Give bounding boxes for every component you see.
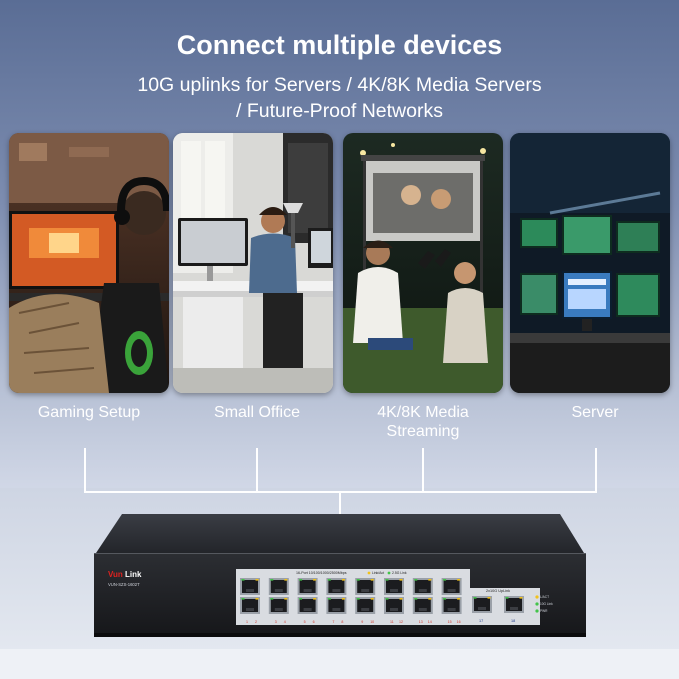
port-number-label: 8 [341,620,343,624]
brand-logo-vun: Vun [108,570,123,579]
label-server: Server [571,404,619,421]
port-number-label: 14 [428,620,432,624]
model-number: VUN-SZS-1602T [108,582,140,587]
port-number-label: 15 [448,620,452,624]
headline: Connect multiple devices [176,30,503,60]
port-number-label: 2 [255,620,257,624]
brand-logo-link: Link [125,570,142,579]
gaming-setup-photo [9,133,169,393]
rj45-port[interactable] [441,578,462,595]
bottom-band [0,649,679,679]
led-label-l-act: L/ACT [540,595,549,599]
port-number-label: 10 [370,620,374,624]
uplink-port-number: 17 [479,619,483,623]
status-leds: L/ACT 10G Link PWR [535,595,553,613]
legend-speed: 2.5G Link [392,571,407,575]
server-room-photo [510,133,670,393]
label-media-streaming: 4K/8K Media Streaming [343,403,503,441]
uplink-title: 2x10G UpLink [486,589,510,593]
port-number-label: 13 [419,620,423,624]
rj45-port[interactable] [240,597,260,614]
rj45-port[interactable] [355,597,376,614]
rj45-port[interactable] [268,597,289,614]
rj45-port[interactable] [240,578,260,595]
small-office-photo [173,133,333,393]
rj45-port[interactable] [355,578,376,595]
port-number-label: 1 [246,620,248,624]
label-small-office: Small Office [214,404,300,421]
port-number-label: 6 [313,620,315,624]
10g-link-led-icon [535,602,539,606]
rj45-port[interactable] [441,597,462,614]
label-gaming-setup: Gaming Setup [37,404,141,421]
subheadline: 10G uplinks for Servers / 4K/8K Media Se… [0,72,679,124]
port-number-label: 7 [332,620,334,624]
port-number-label: 16 [457,620,461,624]
rj45-port[interactable] [326,597,347,614]
speed-led-icon [387,571,391,575]
uplink-port[interactable] [472,596,492,613]
connector-lines [84,448,597,522]
uplink-port[interactable] [504,596,524,613]
link-act-led-icon [367,571,371,575]
led-label-10g-link: 10G Link [540,602,553,606]
port-number-label: 9 [361,620,363,624]
rj45-port[interactable] [326,578,347,595]
port-number-label: 11 [390,620,394,624]
subheadline-line-1: 10G uplinks for Servers / 4K/8K Media Se… [137,74,542,96]
port-number-label: 5 [304,620,306,624]
rj45-port[interactable] [384,597,404,614]
rj45-port[interactable] [297,597,318,614]
led-label-pwr: PWR [540,609,548,613]
subheadline-line-2: / Future-Proof Networks [236,100,443,122]
network-switch: Vun Link VUN-SZS-1602T 16-Port 10/100/10… [94,514,586,637]
media-streaming-photo [343,133,503,393]
rj45-port[interactable] [384,578,404,595]
power-led-icon [535,609,539,613]
rj45-port[interactable] [412,597,433,614]
l-act-led-icon [535,595,539,599]
label-media-streaming-line-1: 4K/8K Media [377,404,469,421]
label-media-streaming-line-2: Streaming [386,423,460,440]
legend-link: Link/Act [372,571,384,575]
rj45-port[interactable] [297,578,318,595]
rj45-port[interactable] [268,578,289,595]
port-panel-title: 16-Port 10/100/1000/2500Mbps [296,571,347,575]
rj45-port[interactable] [412,578,433,595]
uplink-port-number: 18 [511,619,515,623]
port-number-label: 3 [275,620,277,624]
port-number-label: 4 [284,620,286,624]
port-number-label: 12 [399,620,403,624]
